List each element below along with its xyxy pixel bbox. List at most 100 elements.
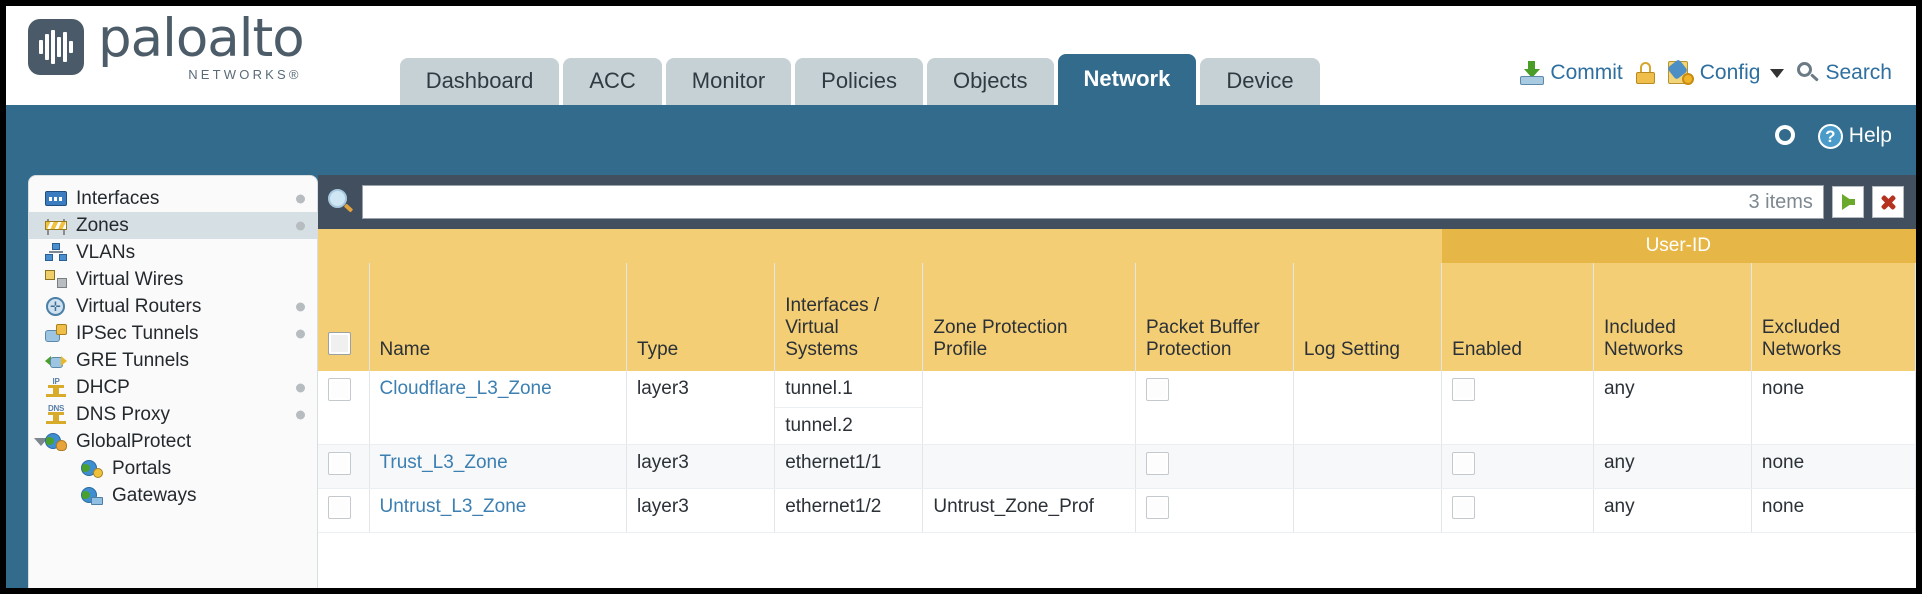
search-icon[interactable] bbox=[328, 189, 354, 215]
sidebar-item-dns-proxy[interactable]: DNS DNS Proxy bbox=[29, 401, 317, 428]
tab-monitor[interactable]: Monitor bbox=[665, 57, 792, 105]
tab-device[interactable]: Device bbox=[1200, 57, 1320, 105]
cell-name: Cloudflare_L3_Zone bbox=[369, 371, 628, 445]
cell-type: layer3 bbox=[626, 371, 776, 445]
sidebar-item-globalprotect[interactable]: GlobalProtect bbox=[29, 428, 317, 455]
sidebar-item-zones[interactable]: Zones bbox=[29, 212, 317, 239]
sidebar-item-portals[interactable]: Portals bbox=[29, 455, 317, 482]
sidebar-item-ipsec-tunnels[interactable]: IPSec Tunnels bbox=[29, 320, 317, 347]
tab-dashboard[interactable]: Dashboard bbox=[399, 57, 560, 105]
virtual-router-icon bbox=[45, 297, 67, 316]
sidebar-nav: Interfaces Zones VLANs Vir bbox=[28, 175, 318, 588]
body-area: Interfaces Zones VLANs Vir bbox=[6, 167, 1916, 588]
status-dot bbox=[296, 410, 305, 419]
zone-name-link[interactable]: Untrust_L3_Zone bbox=[379, 496, 527, 517]
clear-filter-button[interactable] bbox=[1871, 186, 1904, 218]
commit-label: Commit bbox=[1550, 61, 1623, 84]
dns-proxy-icon: DNS bbox=[45, 404, 67, 424]
cell-excluded-networks: none bbox=[1751, 371, 1916, 445]
dhcp-ip-icon: IP bbox=[45, 377, 67, 397]
zone-name-link[interactable]: Trust_L3_Zone bbox=[379, 452, 508, 473]
sidebar-item-interfaces[interactable]: Interfaces bbox=[29, 185, 317, 212]
packet-buffer-protection-checkbox[interactable] bbox=[1145, 452, 1169, 475]
tab-policies[interactable]: Policies bbox=[795, 57, 923, 105]
cell-interfaces: ethernet1/2 bbox=[774, 488, 924, 533]
cell-zone-protection-profile: Untrust_Zone_Prof bbox=[922, 488, 1136, 533]
sidebar-item-virtual-wires[interactable]: Virtual Wires bbox=[29, 266, 317, 293]
sidebar-item-label: Interfaces bbox=[76, 187, 160, 209]
status-dot bbox=[296, 302, 305, 311]
cell-userid-enabled bbox=[1441, 444, 1594, 489]
sidebar-item-virtual-routers[interactable]: Virtual Routers bbox=[29, 293, 317, 320]
row-checkbox[interactable] bbox=[328, 378, 351, 401]
sidebar-item-label: Zones bbox=[76, 214, 129, 236]
col-excluded-networks[interactable]: Excluded Networks bbox=[1751, 263, 1916, 371]
tab-network[interactable]: Network bbox=[1057, 53, 1197, 105]
cell-userid-enabled bbox=[1441, 371, 1594, 445]
cell-zone-protection-profile bbox=[922, 444, 1136, 489]
col-included-networks[interactable]: Included Networks bbox=[1593, 263, 1752, 371]
cell-interfaces: tunnel.1 tunnel.2 bbox=[774, 371, 924, 445]
packet-buffer-protection-checkbox[interactable] bbox=[1145, 496, 1169, 519]
userid-enabled-checkbox[interactable] bbox=[1452, 452, 1476, 475]
cell-packet-buffer-protection bbox=[1135, 444, 1294, 489]
filter-input[interactable]: 3 items bbox=[362, 185, 1824, 219]
col-packet-buffer-protection[interactable]: Packet Buffer Protection bbox=[1135, 263, 1294, 371]
commit-save-icon bbox=[1520, 61, 1545, 85]
config-wrench-icon bbox=[1666, 58, 1694, 85]
userid-enabled-checkbox[interactable] bbox=[1452, 496, 1476, 519]
refresh-icon[interactable] bbox=[1774, 124, 1800, 148]
search-button[interactable]: Search bbox=[1797, 61, 1892, 85]
status-dot bbox=[296, 221, 305, 230]
row-checkbox[interactable] bbox=[328, 452, 351, 475]
col-type[interactable]: Type bbox=[626, 263, 776, 371]
row-checkbox[interactable] bbox=[328, 496, 351, 519]
apply-filter-button[interactable] bbox=[1831, 186, 1864, 218]
cell-log-setting bbox=[1293, 371, 1443, 445]
cell-packet-buffer-protection bbox=[1135, 371, 1294, 445]
lock-button[interactable] bbox=[1635, 62, 1655, 84]
gateway-globe-icon bbox=[81, 486, 103, 505]
sidebar-item-label: Gateways bbox=[112, 484, 197, 506]
col-userid-enabled[interactable]: Enabled bbox=[1441, 263, 1594, 371]
expander-triangle-icon[interactable] bbox=[34, 437, 48, 446]
search-icon bbox=[1797, 62, 1820, 84]
tab-objects[interactable]: Objects bbox=[926, 57, 1054, 105]
tab-acc[interactable]: ACC bbox=[563, 57, 662, 105]
col-interfaces-virtual-systems[interactable]: Interfaces / Virtual Systems bbox=[774, 263, 924, 371]
virtual-wire-icon bbox=[45, 270, 67, 289]
config-menu[interactable]: Config bbox=[1666, 58, 1785, 85]
sidebar-item-label: Virtual Routers bbox=[76, 295, 202, 317]
col-zone-protection-profile[interactable]: Zone Protection Profile bbox=[922, 263, 1136, 371]
vlan-nodes-icon bbox=[45, 243, 67, 262]
cell-zone-protection-profile bbox=[922, 371, 1136, 445]
select-all-header bbox=[318, 263, 370, 371]
paloalto-waveform-icon bbox=[28, 18, 84, 75]
network-card-icon bbox=[45, 189, 67, 208]
cell-interfaces: ethernet1/1 bbox=[774, 444, 924, 489]
sidebar-item-vlans[interactable]: VLANs bbox=[29, 239, 317, 266]
select-all-checkbox[interactable] bbox=[328, 332, 351, 355]
commit-button[interactable]: Commit bbox=[1520, 61, 1623, 85]
sidebar-item-gre-tunnels[interactable]: GRE Tunnels bbox=[29, 347, 317, 374]
question-mark-icon: ? bbox=[1817, 123, 1843, 149]
table-row[interactable]: Cloudflare_L3_Zone layer3 tunnel.1 tunne… bbox=[318, 371, 1916, 445]
table-row[interactable]: Trust_L3_Zone layer3 ethernet1/1 bbox=[318, 444, 1916, 489]
toolbar-bar: ? Help bbox=[6, 105, 1916, 167]
packet-buffer-protection-checkbox[interactable] bbox=[1145, 378, 1169, 401]
sidebar-item-label: GRE Tunnels bbox=[76, 349, 189, 371]
table-body: Cloudflare_L3_Zone layer3 tunnel.1 tunne… bbox=[318, 371, 1916, 533]
userid-enabled-checkbox[interactable] bbox=[1452, 378, 1476, 401]
sidebar-item-gateways[interactable]: Gateways bbox=[29, 482, 317, 509]
row-select-cell bbox=[318, 488, 370, 533]
cell-log-setting bbox=[1293, 488, 1443, 533]
zone-name-link[interactable]: Cloudflare_L3_Zone bbox=[379, 378, 552, 399]
help-button[interactable]: ? Help bbox=[1817, 123, 1892, 149]
col-log-setting[interactable]: Log Setting bbox=[1293, 263, 1443, 371]
filter-bar: 3 items bbox=[318, 175, 1916, 229]
col-name[interactable]: Name bbox=[369, 263, 628, 371]
zones-table: User-ID Name Type Interfaces / Virtual S… bbox=[318, 229, 1916, 533]
table-row[interactable]: Untrust_L3_Zone layer3 ethernet1/2 Untru… bbox=[318, 488, 1916, 533]
sidebar-item-dhcp[interactable]: IP DHCP bbox=[29, 374, 317, 401]
